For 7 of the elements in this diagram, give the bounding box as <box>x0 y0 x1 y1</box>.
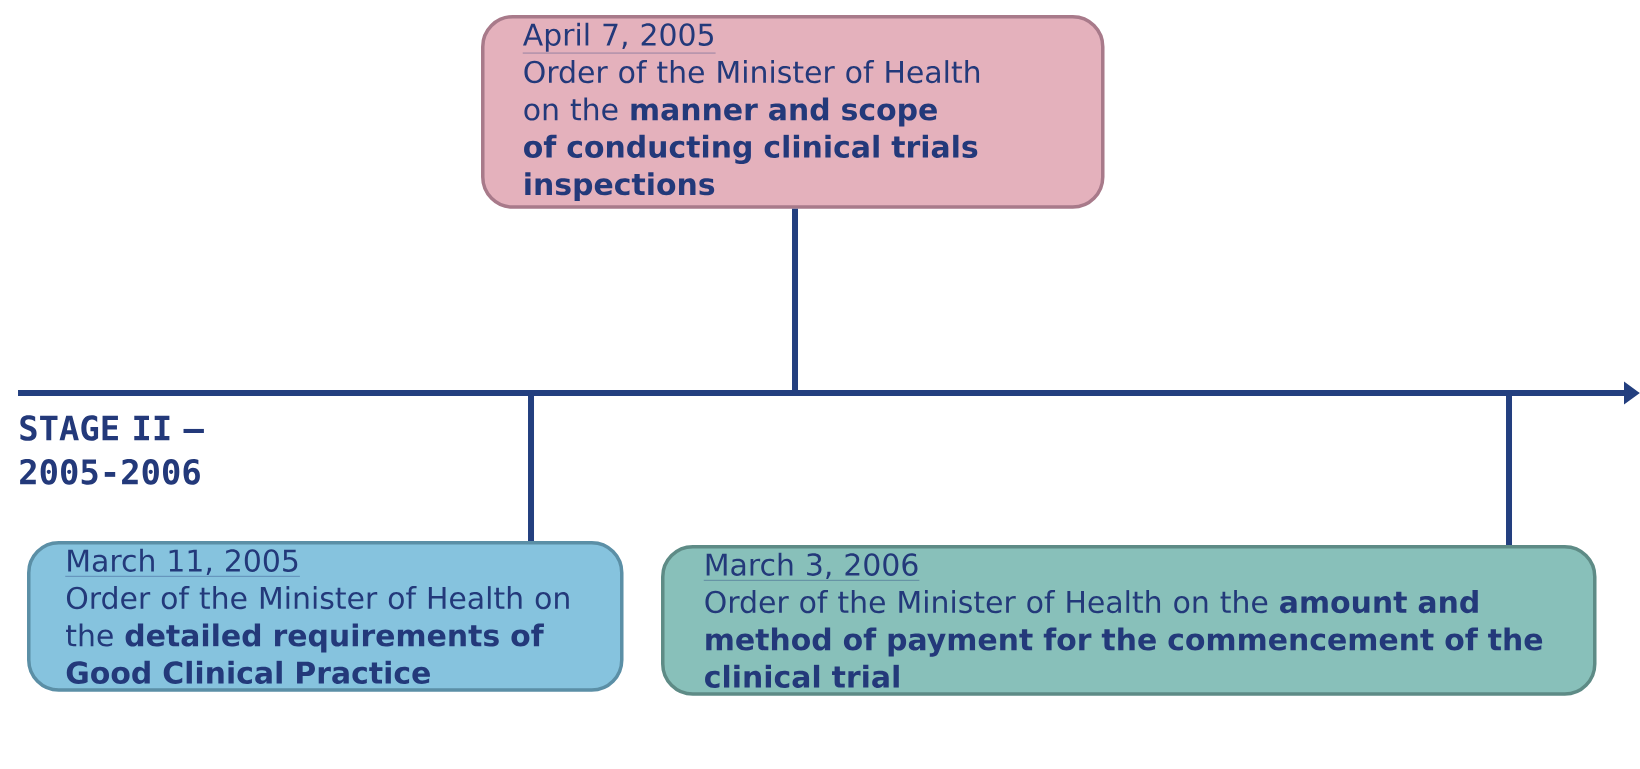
event-box: April 7, 2005 Order of the Minister of Health on the manner and scope of conducting clinical trials inspections <box>481 15 1105 209</box>
connector-line <box>528 393 534 541</box>
event-box: March 3, 2006 Order of the Minister of Health on the amount and method of payment for the commencement of the clinical trial <box>661 545 1597 696</box>
event-box: March 11, 2005 Order of the Minister of Health on the detailed requirements of Good Clinical Practice <box>27 541 624 692</box>
connector-line <box>792 208 798 393</box>
stage-label: STAGE II – 2005-2006 <box>20 415 204 485</box>
connector-line <box>1506 393 1512 545</box>
